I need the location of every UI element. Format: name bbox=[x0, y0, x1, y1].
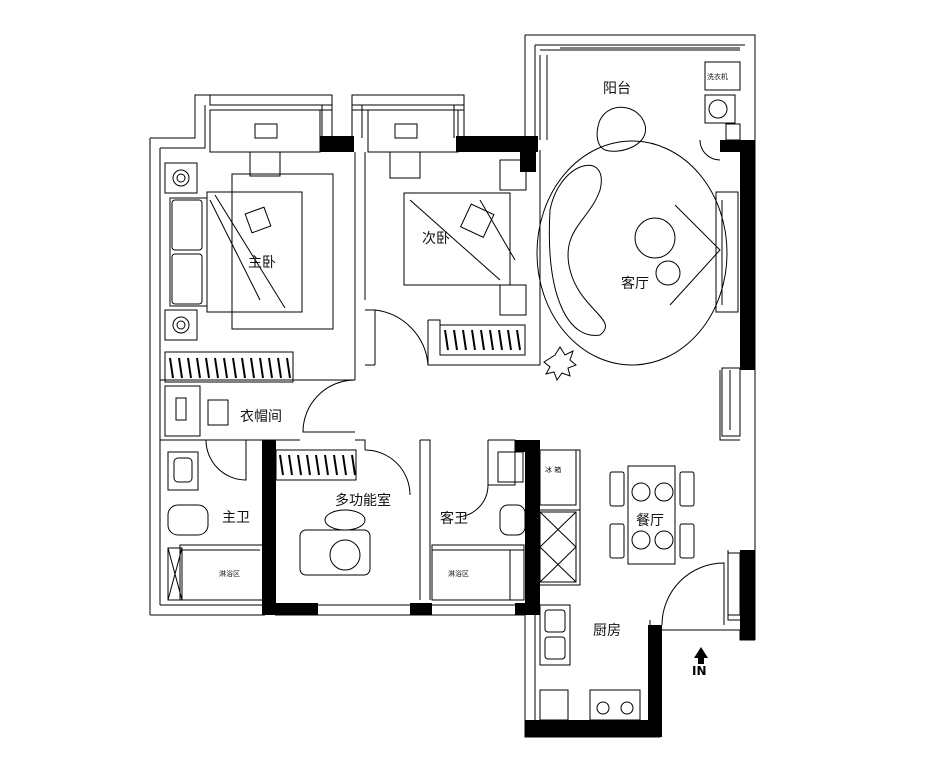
shower-label-guest: 淋浴区 bbox=[448, 570, 469, 578]
balcony-fixtures bbox=[560, 47, 741, 141]
entrance-label: IN bbox=[692, 664, 707, 678]
room-label-multi-room: 多功能室 bbox=[335, 493, 391, 509]
room-label-cloakroom: 衣帽间 bbox=[240, 409, 282, 425]
washer-label: 洗衣机 bbox=[707, 73, 728, 81]
hanger-mark bbox=[169, 357, 174, 379]
room-label-balcony: 阳台 bbox=[603, 81, 631, 97]
room-label-second-bedroom: 次卧 bbox=[422, 231, 450, 247]
hanger-mark bbox=[297, 454, 302, 476]
hanger-mark bbox=[279, 454, 284, 476]
hanger-mark bbox=[444, 329, 449, 351]
hanger-mark bbox=[351, 454, 356, 476]
room-label-guest-bath: 客卫 bbox=[440, 511, 468, 527]
hanger-mark bbox=[196, 357, 201, 379]
living-room-furniture bbox=[536, 106, 739, 382]
hanger-mark bbox=[315, 454, 320, 476]
kitchen-fixtures bbox=[539, 367, 741, 721]
hanger-mark bbox=[333, 454, 338, 476]
hanger-mark bbox=[214, 357, 219, 379]
room-label-kitchen: 厨房 bbox=[593, 623, 621, 639]
hanger-mark bbox=[342, 454, 347, 476]
hanger-mark bbox=[187, 357, 192, 379]
master-bedroom-furniture bbox=[164, 123, 334, 341]
room-label-dining-room: 餐厅 bbox=[636, 513, 664, 529]
hanger-mark bbox=[250, 357, 255, 379]
wardrobes bbox=[164, 324, 526, 481]
hanger-mark bbox=[232, 357, 237, 379]
hanger-mark bbox=[462, 329, 467, 351]
dining-furniture bbox=[609, 465, 695, 565]
hanger-mark bbox=[306, 454, 311, 476]
second-bedroom-furniture bbox=[389, 123, 527, 356]
hanger-mark bbox=[498, 329, 503, 351]
hanger-mark bbox=[178, 357, 183, 379]
room-label-living-room: 客厅 bbox=[621, 276, 649, 292]
hanger-mark bbox=[516, 329, 521, 351]
hanger-mark bbox=[288, 454, 293, 476]
fridge-label: 冰 箱 bbox=[545, 466, 562, 474]
cloakroom-furniture bbox=[164, 385, 229, 437]
hanger-mark bbox=[489, 329, 494, 351]
shower-label-master: 淋浴区 bbox=[219, 570, 240, 578]
room-label-master-bath: 主卫 bbox=[222, 510, 250, 526]
hanger-mark bbox=[223, 357, 228, 379]
hanger-mark bbox=[324, 454, 329, 476]
hanger-mark bbox=[259, 357, 264, 379]
hanger-mark bbox=[277, 357, 282, 379]
hanger-mark bbox=[241, 357, 246, 379]
hanger-mark bbox=[507, 329, 512, 351]
bathroom-fixtures bbox=[167, 451, 526, 601]
hanger-mark bbox=[453, 329, 458, 351]
multi-room-furniture bbox=[299, 509, 371, 576]
hanger-mark bbox=[471, 329, 476, 351]
hanger-mark bbox=[268, 357, 273, 379]
outer-walls bbox=[149, 34, 756, 738]
hanger-mark bbox=[205, 357, 210, 379]
structural-walls bbox=[262, 136, 755, 737]
room-label-master-bedroom: 主卧 bbox=[248, 255, 276, 271]
hangers bbox=[169, 329, 521, 476]
doors bbox=[205, 139, 725, 626]
entrance-arrow-icon bbox=[694, 647, 708, 664]
hanger-mark bbox=[480, 329, 485, 351]
hanger-mark bbox=[286, 357, 291, 379]
